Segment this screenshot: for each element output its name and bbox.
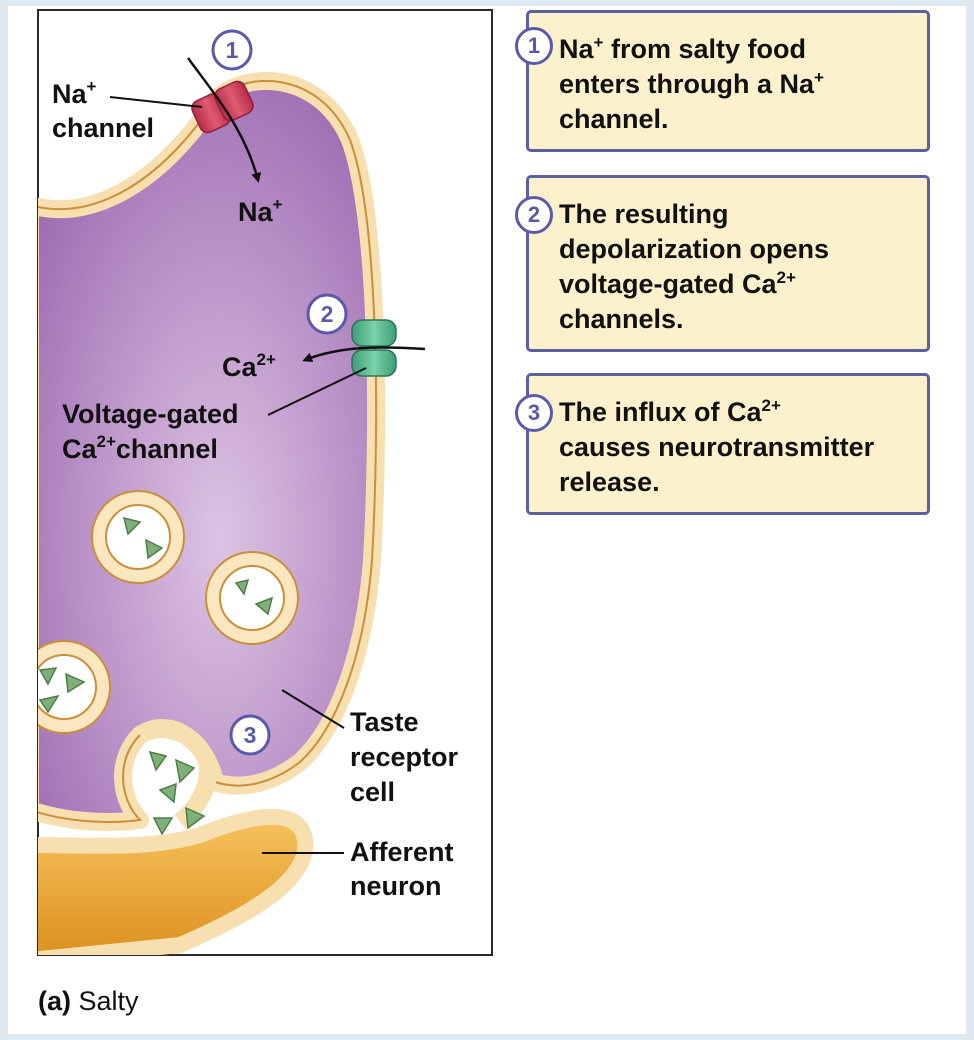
step-number-1: 1	[515, 27, 553, 65]
taste-cell-leader	[281, 689, 345, 729]
svg-text:3: 3	[244, 722, 257, 748]
step-text-3: The influx of Ca2+ causes neurotransmitt…	[559, 396, 875, 497]
svg-text:2: 2	[321, 301, 334, 327]
step-box-2: 2 The resulting depolarization opens vol…	[515, 175, 930, 352]
afferent-neuron-label-line2: neuron	[350, 871, 442, 901]
voltage-gated-label-line2: Ca2+channel	[62, 432, 218, 464]
diagram-marker-3: 3	[229, 714, 271, 756]
step-number-3: 3	[515, 394, 553, 432]
voltage-gated-label-line1: Voltage-gated	[62, 399, 239, 429]
step-text-2: The resulting depolarization opens volta…	[559, 199, 830, 334]
svg-text:1: 1	[226, 37, 239, 63]
taste-cell-label-line1: Taste	[350, 707, 419, 737]
afferent-neuron-label-line1: Afferent	[350, 837, 454, 867]
figure-caption: (a) Salty	[38, 986, 139, 1016]
vesicle	[205, 551, 299, 645]
vesicle	[91, 490, 185, 584]
diagram-marker-2: 2	[306, 293, 348, 335]
na-channel-label-ion: Na+	[52, 77, 97, 109]
diagram-marker-1: 1	[211, 29, 253, 71]
ca-ion-label: Ca2+	[222, 350, 276, 382]
na-inside-label: Na+	[238, 195, 283, 227]
neurotransmitter-release	[135, 720, 218, 836]
ca-influx-arrow	[302, 346, 426, 363]
na-channel	[191, 80, 254, 134]
step-text-1: Na+ from salty food enters through a Na+…	[559, 33, 824, 134]
taste-cell-label-line2: receptor	[350, 742, 459, 772]
na-channel-leader	[109, 96, 203, 108]
taste-cell-label-line3: cell	[350, 777, 395, 807]
ca-channel-leader	[267, 367, 367, 416]
na-influx-arrow	[186, 57, 262, 183]
na-channel-label-word: channel	[52, 113, 154, 143]
step-number-2: 2	[515, 196, 553, 234]
step-box-1: 1 Na+ from salty food enters through a N…	[515, 10, 930, 152]
afferent-neuron	[38, 808, 314, 955]
step-box-3: 3 The influx of Ca2+ causes neurotransmi…	[515, 373, 930, 515]
vesicle	[38, 640, 111, 734]
